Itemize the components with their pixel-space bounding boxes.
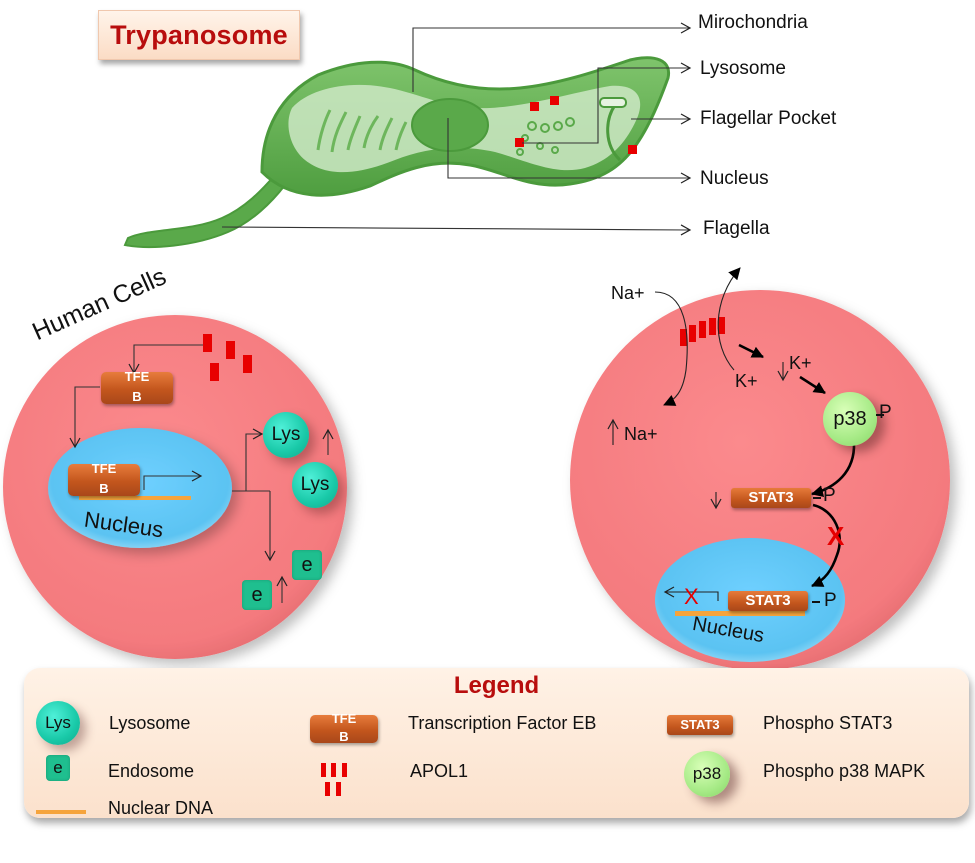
tfeb-nucleus-line1: TFE <box>91 461 117 476</box>
inhibition-mark: X <box>827 521 845 551</box>
phospho-stat3-cyto: P <box>823 485 836 506</box>
k-intracellular: K+ <box>735 371 758 391</box>
k-decreased: K+ <box>789 353 812 373</box>
nuclear-dna-right <box>675 611 805 616</box>
signaling-arrows <box>738 343 856 588</box>
human-cell-left <box>3 315 347 659</box>
label-lysosome: Lysosome <box>700 58 786 79</box>
legend-p38-symbol: p38 <box>684 751 730 797</box>
legend: Legend Lys Lysosome e Endosome Nuclear D… <box>24 668 969 818</box>
transcription-block-mark: X <box>684 584 699 609</box>
apol1-channel <box>680 317 725 346</box>
phospho-stat3-nucleus: P <box>824 590 837 611</box>
legend-tfeb-symbol: TFE B <box>310 711 378 744</box>
legend-stat3-symbol: STAT3 <box>667 715 733 735</box>
apol1-left <box>203 334 252 381</box>
tfeb-cytoplasm: TFE B <box>101 369 173 404</box>
label-leader-lines <box>221 22 692 236</box>
tfeb-cytoplasm-line1: TFE <box>124 369 150 384</box>
lysosome-2: Lys <box>292 462 338 508</box>
legend-endosome-label: Endosome <box>108 761 195 781</box>
flagellum <box>123 173 287 249</box>
label-mitochondria: Mirochondria <box>698 12 808 33</box>
label-nucleus: Nucleus <box>700 168 769 189</box>
legend-lysosome-label: Lysosome <box>109 713 191 733</box>
phospho-bond <box>813 497 821 499</box>
na-increased: Na+ <box>624 424 658 444</box>
trypanosome-title-box: Trypanosome <box>98 10 300 60</box>
legend-p38-label: Phospho p38 MAPK <box>763 761 926 781</box>
label-flagella: Flagella <box>703 218 770 239</box>
legend-tfeb-label: Transcription Factor EB <box>408 713 597 733</box>
tfeb-nucleus-line2: B <box>99 481 109 496</box>
legend-dna-label: Nuclear DNA <box>108 798 214 818</box>
nuclear-dna-left <box>79 496 191 500</box>
phospho-bond <box>876 414 884 416</box>
legend-apol1-label: APOL1 <box>410 761 469 781</box>
apol1-markers-trypanosome <box>515 96 637 154</box>
legend-tfeb-line1: TFE <box>331 711 357 726</box>
endosome-2: e <box>242 580 272 610</box>
mitochondria-cristae <box>316 109 408 153</box>
legend-endosome-symbol: e <box>46 755 70 781</box>
legend-lysosome-symbol: Lys <box>36 701 80 745</box>
stat3-nucleus: STAT3 <box>728 591 808 611</box>
legend-stat3-label: Phospho STAT3 <box>763 713 893 733</box>
trypanosome-illustration <box>123 56 671 249</box>
p38-mapk: p38 <box>823 392 877 446</box>
label-flagellar-pocket: Flagellar Pocket <box>700 108 837 129</box>
phospho-bond <box>812 601 820 603</box>
endosome-1: e <box>292 550 322 580</box>
lysosome-1: Lys <box>263 412 309 458</box>
legend-title: Legend <box>453 672 540 699</box>
trypanosome-title: Trypanosome <box>110 19 288 50</box>
legend-apol1-symbol <box>321 763 351 799</box>
left-cell-arrows <box>69 344 334 603</box>
trypanosome-nucleus <box>411 98 489 152</box>
legend-tfeb-line2: B <box>339 729 349 744</box>
na-extracellular: Na+ <box>611 283 645 303</box>
phospho-p38: P <box>879 402 892 423</box>
tfeb-cytoplasm-line2: B <box>132 389 142 404</box>
legend-dna-symbol <box>36 810 86 814</box>
stat3-cytoplasm: STAT3 <box>731 488 811 508</box>
ion-flux-arrows <box>607 267 789 601</box>
nucleus-left <box>48 428 232 548</box>
tfeb-nucleus: TFE B <box>68 461 140 496</box>
